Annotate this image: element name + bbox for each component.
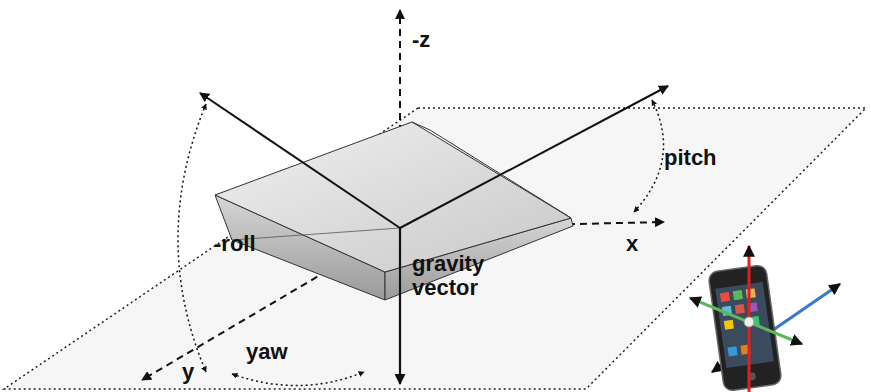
phone-icon — [690, 246, 840, 392]
axis-label: -roll — [214, 232, 256, 256]
device-axis — [200, 93, 400, 228]
axis-label: y — [182, 360, 194, 384]
tilted-plate — [215, 122, 573, 300]
axis-label: gravity vector — [412, 252, 504, 300]
axis-label: yaw — [246, 340, 288, 364]
gravity-arrow — [399, 228, 401, 384]
ground-plane — [4, 108, 866, 389]
axis-label: pitch — [664, 146, 717, 170]
pitch-arc — [634, 100, 664, 212]
roll-arc — [178, 104, 206, 372]
yaw-arc — [232, 372, 364, 386]
device-axis — [400, 86, 668, 228]
axis-label: -z — [412, 28, 430, 52]
axis-label: x — [626, 232, 638, 256]
